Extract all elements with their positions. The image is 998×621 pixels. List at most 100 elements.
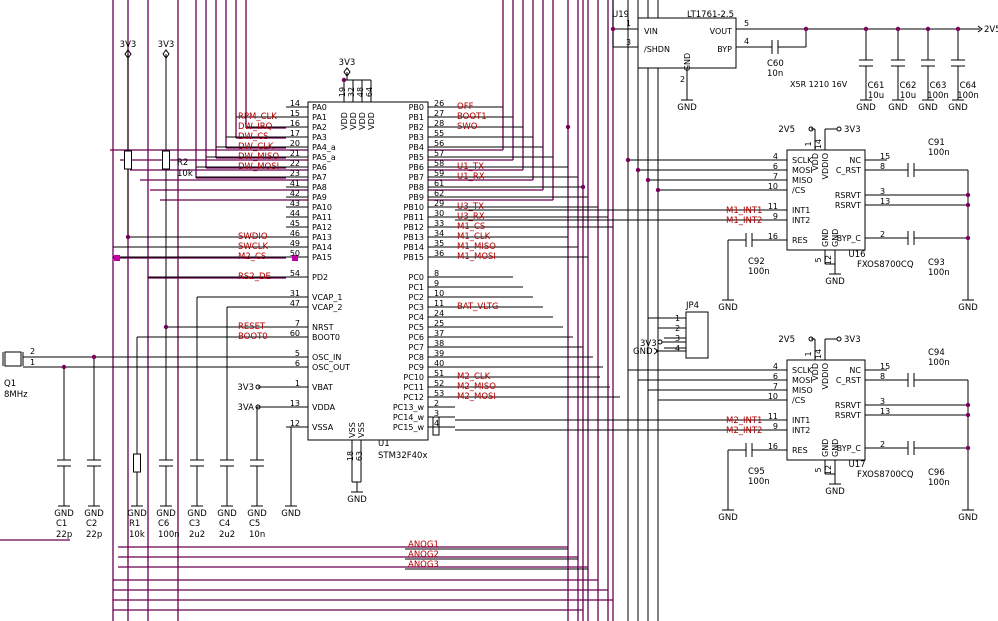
net-label-m1_cs: M1_CS xyxy=(457,222,485,232)
crystal-value: 8MHz xyxy=(4,390,28,400)
u1-body xyxy=(307,101,429,441)
sensor-pin-name: INT2 xyxy=(792,216,810,225)
junction-dot xyxy=(625,157,631,163)
part-ref: C3 xyxy=(189,519,200,529)
sensor-cap-value: 100n xyxy=(748,267,770,277)
sensor-value: FXOS8700CQ xyxy=(857,260,914,270)
u19-pin-num: 4 xyxy=(744,37,749,46)
u1-pin-name: PA15 xyxy=(312,253,332,262)
sensor-pin-num: 9 xyxy=(773,422,778,431)
u1-pin-name: PC14_w xyxy=(393,413,425,422)
u1-pin-name: PC3 xyxy=(409,303,425,312)
sensor-pin-name: NC xyxy=(849,156,861,165)
sensor-cap-ref: C96 xyxy=(928,468,945,478)
u1-pin-name: PC15_w xyxy=(393,423,425,432)
u1-pin-num: 57 xyxy=(434,149,444,158)
u1-pin-name: VSS xyxy=(357,422,366,438)
junction-dot xyxy=(965,412,971,418)
resistor-body xyxy=(124,150,132,170)
u1-pin-name: PC7 xyxy=(409,343,425,352)
sensor-pin-name: BYP_C xyxy=(837,444,862,453)
u1-pin-num: 2 xyxy=(434,399,439,408)
sensor-pin-num: 2 xyxy=(880,230,885,239)
top-cap-ref: C63 xyxy=(930,81,947,91)
u1-pin-name: PB12 xyxy=(404,223,425,232)
r2-value: 10k xyxy=(177,169,193,179)
net-label-u3_rx: U3_RX xyxy=(457,212,485,222)
u1-pin-num: 39 xyxy=(434,349,444,358)
jp4-3v3: 3V3 xyxy=(640,339,657,349)
ground-symbol: GND xyxy=(54,509,74,519)
u19-byp: BYP xyxy=(717,45,732,54)
u1-pin-num: 7 xyxy=(295,319,300,328)
u1-pin-num: 49 xyxy=(290,239,300,248)
net-label-u3_tx: U3_TX xyxy=(457,202,484,212)
net-label-swdio: SWDIO xyxy=(238,232,268,242)
junction-dot xyxy=(803,26,809,32)
u1-ref: U1 xyxy=(378,439,390,449)
u1-pin-num: 21 xyxy=(290,149,300,158)
u1-pin-num: 41 xyxy=(290,179,300,188)
u1-pin-name: PA0 xyxy=(312,103,327,112)
sensor-ref: U16 xyxy=(848,250,865,260)
u1-pin-name: PD2 xyxy=(312,273,328,282)
top-cap-value: 10u xyxy=(868,91,884,101)
u1-pin-name: PC9 xyxy=(409,363,425,372)
u1-pin-name: PA7 xyxy=(312,173,327,182)
sensor-pin-num: 9 xyxy=(773,212,778,221)
net-label-dw_irq: DW_IRQ xyxy=(238,122,273,132)
junction-dot xyxy=(61,364,67,370)
sensor-2v5: 2V5 xyxy=(778,335,795,345)
sensor-pin-num: 13 xyxy=(880,197,890,206)
sensor-pin-num: 16 xyxy=(768,442,778,451)
u1-pin-name: VBAT xyxy=(312,383,333,392)
top-cap-ref: C62 xyxy=(900,81,917,91)
ground-symbol: GND xyxy=(825,277,845,287)
u1-pin-name: PA13 xyxy=(312,233,332,242)
u1-pin-num: 14 xyxy=(290,99,300,108)
u1-pin-name: VDD xyxy=(349,112,358,130)
u1-pin-name: PA12 xyxy=(312,223,332,232)
u1-pin-name: PC2 xyxy=(409,293,425,302)
sensor-pin-num: 3 xyxy=(880,397,885,406)
sensor-pin-num: 10 xyxy=(768,182,778,191)
u1-pin-num: 1 xyxy=(295,379,300,388)
u1-pin-name: PC5 xyxy=(409,323,425,332)
u1-pin-name: PB9 xyxy=(409,193,424,202)
u1-pin-name: PB10 xyxy=(404,203,425,212)
net-label-int2: M2_INT2 xyxy=(726,426,762,436)
sensor-pin-num: 11 xyxy=(768,202,778,211)
cap-note: X5R 1210 16V xyxy=(790,80,848,89)
u1-pin-name: VCAP_2 xyxy=(312,303,342,312)
net-label-m2_mosi: M2_MOSI xyxy=(457,392,496,402)
u19-ref: U19 xyxy=(612,10,629,20)
part-ref: C5 xyxy=(249,519,260,529)
ground-symbol: GND xyxy=(281,509,301,519)
sensor-pin-num: 15 xyxy=(880,152,890,161)
sensor-pin-name: RSRVT xyxy=(835,411,861,420)
c60-ref: C60 xyxy=(767,59,784,69)
net-label-bat_vltg: BAT_VLTG xyxy=(457,302,499,312)
u1-pin-num: 20 xyxy=(290,139,300,148)
net-label-dw_miso: DW_MISO xyxy=(238,152,279,162)
sensor-pin-num: 13 xyxy=(880,407,890,416)
junction-dot xyxy=(955,26,961,32)
u19-shdn: /SHDN xyxy=(644,45,670,54)
u1-pin-num: 37 xyxy=(434,329,444,338)
u1-pin-num: 24 xyxy=(434,309,444,318)
components xyxy=(2,17,983,511)
sensor-pin-num: 4 xyxy=(773,362,778,371)
u19-vin: VIN xyxy=(644,27,658,36)
sensor-pin-num: 16 xyxy=(768,232,778,241)
sensor-pin-num: 7 xyxy=(773,172,778,181)
top-cap-ref: C64 xyxy=(960,81,977,91)
u1-pin-num: 30 xyxy=(434,209,444,218)
u1-pin-name: PB6 xyxy=(409,163,424,172)
u1-pin-name: PA2 xyxy=(312,123,327,132)
u1-pin-name: PC11 xyxy=(403,383,424,392)
u1-pin-name: PA4_a xyxy=(312,143,336,152)
net-label-m1_clk: M1_CLK xyxy=(457,232,491,242)
sensor-cap-value: 100n xyxy=(928,358,950,368)
net-label-m2_miso: M2_MISO xyxy=(457,382,496,392)
u19-value: LT1761-2.5 xyxy=(687,10,734,20)
